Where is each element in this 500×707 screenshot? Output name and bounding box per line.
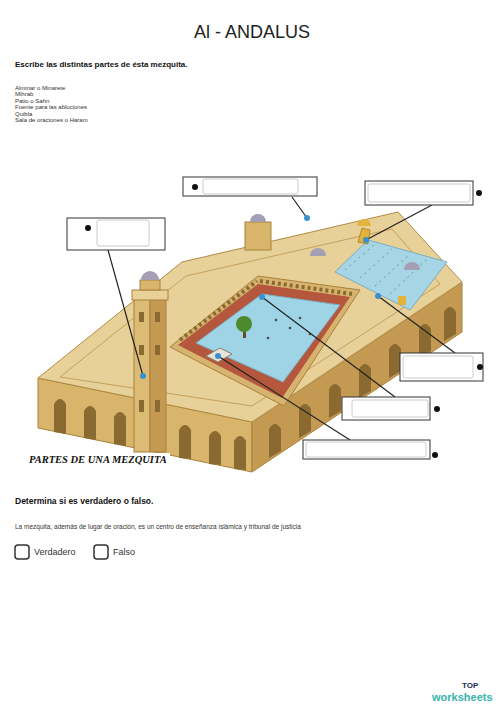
roof	[38, 212, 462, 422]
arch	[269, 424, 281, 458]
window	[155, 400, 160, 412]
arch	[359, 364, 371, 398]
anchor-dot	[259, 294, 265, 300]
word-bank-item: Quibla	[15, 111, 32, 118]
bullet-dot	[476, 190, 482, 196]
word-bank-item: Patio o Sahn	[15, 98, 49, 105]
option-label: Verdadero	[34, 547, 76, 557]
bullet-dot	[85, 225, 91, 231]
answer-box	[342, 397, 430, 420]
word-bank-item: Alminar o Minarete	[15, 85, 65, 92]
window	[139, 400, 144, 412]
leader-line	[366, 205, 432, 240]
bullet-dot	[477, 364, 483, 370]
answer-field	[97, 220, 149, 246]
anchor-dot	[140, 373, 146, 379]
answer-box	[183, 177, 317, 196]
window	[155, 312, 160, 322]
statement: La mezquita, además de lugar de oración,…	[15, 523, 301, 530]
courtyard-floor	[178, 284, 350, 398]
minaret-face	[150, 298, 166, 452]
instruction: Determina si es verdadero o falso.	[15, 497, 153, 507]
arch	[179, 425, 191, 459]
answer-box	[400, 353, 483, 381]
answer-field	[306, 442, 426, 457]
bullet-dot	[192, 184, 198, 190]
answer-box	[67, 218, 165, 250]
anchor-dot	[215, 353, 221, 359]
answer-box	[303, 440, 430, 459]
checkbox	[15, 545, 29, 559]
dome	[310, 248, 326, 256]
minaret-lantern	[140, 280, 160, 290]
column-row	[345, 244, 375, 270]
page-title: Al - ANDALUS	[2, 22, 500, 43]
person	[289, 327, 292, 330]
word-bank-item: Sala de oraciones o Haram	[15, 117, 88, 124]
answer-field	[203, 179, 298, 194]
anchor-dots	[140, 215, 381, 379]
person	[267, 337, 270, 340]
word-bank-item: Mihrab	[15, 91, 33, 98]
bullet-dots	[85, 184, 483, 458]
dome	[404, 262, 420, 270]
corner-tower	[245, 222, 271, 250]
watermark: worksheets	[432, 691, 493, 704]
option-label: Falso	[113, 547, 135, 557]
column-row	[390, 258, 428, 294]
column-row	[360, 249, 392, 278]
answer-box	[365, 181, 473, 205]
dome	[250, 214, 266, 222]
arch	[234, 436, 246, 470]
leader-line	[218, 356, 350, 440]
bullet-dot	[432, 452, 438, 458]
arcade	[260, 281, 352, 294]
people	[267, 317, 312, 340]
ablution-fountain	[206, 348, 232, 362]
arch	[209, 431, 221, 465]
window	[139, 345, 144, 355]
courtyard-patio	[196, 294, 340, 382]
answer-field	[368, 184, 470, 202]
tree	[236, 316, 252, 332]
mihrab	[358, 228, 370, 244]
prayer-hall	[335, 240, 447, 310]
dome	[141, 271, 159, 280]
arch	[389, 344, 401, 378]
window	[155, 345, 160, 355]
anchor-dot	[375, 293, 381, 299]
minaret-face	[134, 298, 150, 452]
arch	[444, 307, 456, 341]
arch	[84, 406, 96, 440]
person	[275, 319, 278, 322]
minaret-windows	[139, 312, 160, 412]
minbar	[398, 296, 406, 305]
arch	[54, 399, 66, 434]
leader-line	[108, 250, 143, 376]
leader-line	[292, 197, 307, 218]
person	[299, 317, 302, 320]
answer-field	[403, 356, 473, 378]
watermark: TOP	[462, 681, 478, 690]
anchor-dot	[304, 215, 310, 221]
window	[139, 312, 144, 322]
figure-caption: PARTES DE UNA MEZQUITA	[26, 453, 170, 467]
arch	[114, 412, 126, 446]
minaret-parapet	[132, 290, 168, 300]
hall-columns	[345, 244, 428, 294]
instruction: Escribe las distintas partes de ésta mez…	[15, 60, 188, 69]
leader-line	[378, 296, 455, 353]
gold-dome	[357, 219, 371, 226]
bullet-dot	[434, 406, 440, 412]
anchor-dot	[363, 237, 369, 243]
answer-field	[352, 400, 428, 417]
arch	[329, 384, 341, 418]
word-bank-item: Fuente para las abluciones	[15, 104, 87, 111]
answer-boxes	[67, 177, 483, 459]
checkbox	[94, 545, 108, 559]
leader-line	[262, 297, 395, 397]
